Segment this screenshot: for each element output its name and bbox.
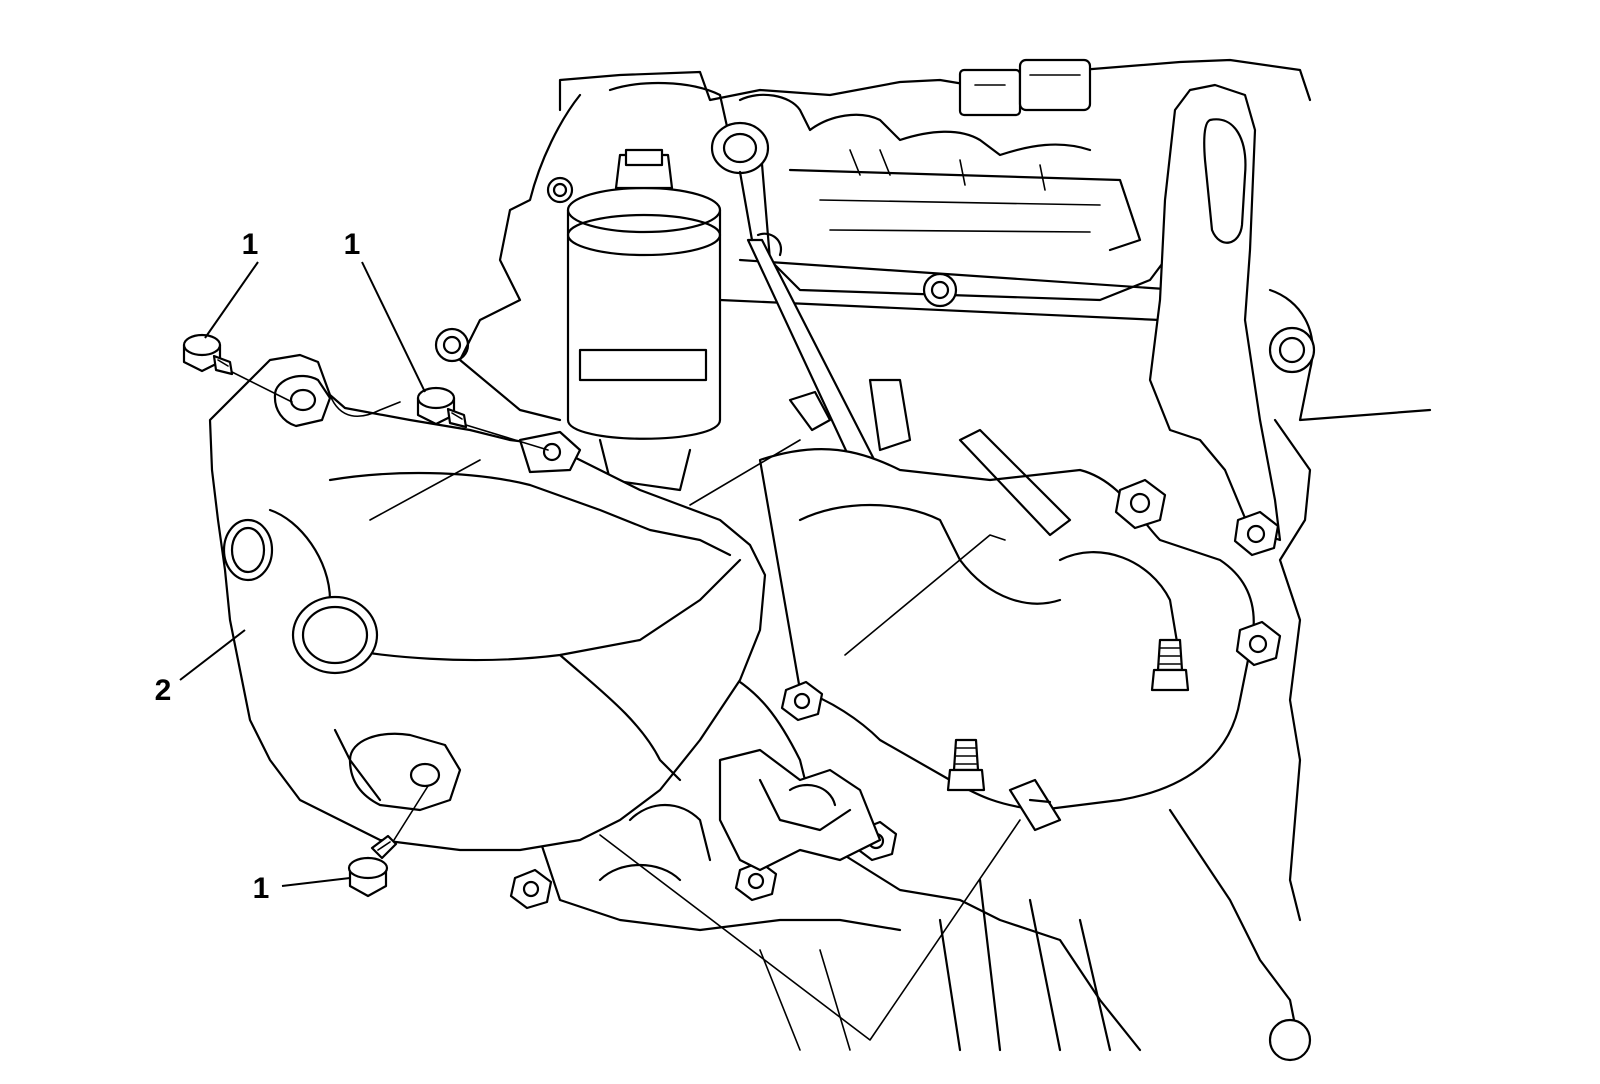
manifold-stud-icon	[946, 738, 986, 792]
manifold-nut-icon	[1114, 478, 1167, 530]
callout-leaders	[179, 261, 426, 887]
engine-block-illustration	[434, 58, 1432, 1062]
manifold-nut-icon	[1235, 620, 1282, 667]
callout-label-bolt-bottom: 1	[253, 872, 270, 905]
manifold-nut-icon	[780, 680, 824, 722]
oil-filter-housing	[566, 148, 722, 492]
head-bolt-icon	[434, 327, 470, 363]
manifold-nut-icon	[509, 868, 553, 910]
detail-extent-lines	[369, 439, 1021, 1041]
bolt-top-center	[416, 386, 468, 429]
callout-label-bolt-top-center: 1	[344, 228, 361, 261]
bolt-bottom	[347, 834, 398, 898]
head-bolt-icon	[546, 176, 574, 204]
manifold-stud-icon	[1150, 638, 1190, 692]
callout-label-bolt-top-left: 1	[242, 228, 259, 261]
head-bolt-icon	[922, 272, 958, 308]
exhaust-manifold-heat-shield	[208, 353, 767, 852]
manifold-nut-icon	[734, 860, 778, 902]
callout-label-heat-shield: 2	[155, 674, 172, 707]
manifold-nut-icon	[1233, 510, 1280, 557]
install-path-lines	[231, 371, 549, 841]
bolt-top-left	[182, 333, 234, 376]
